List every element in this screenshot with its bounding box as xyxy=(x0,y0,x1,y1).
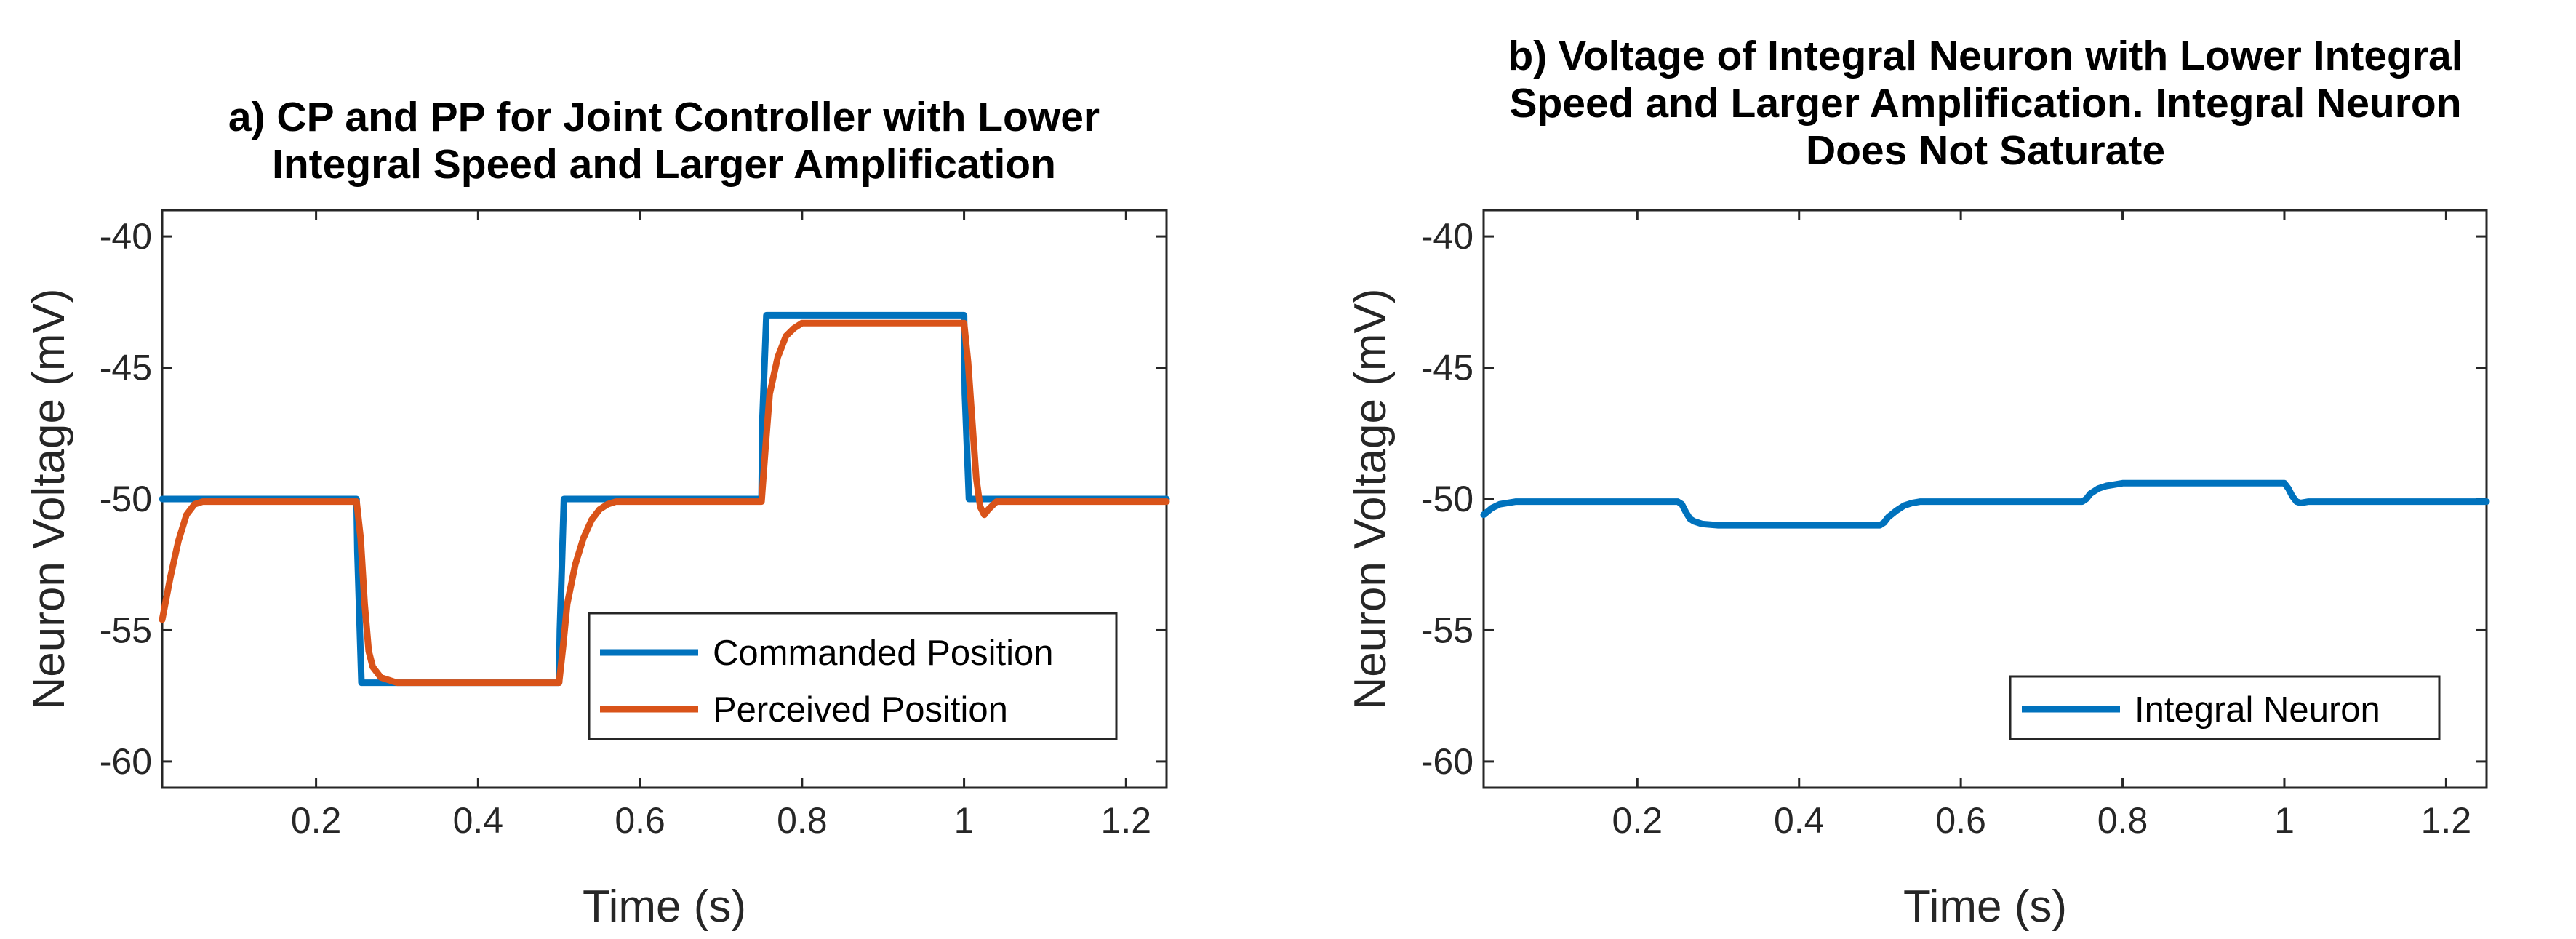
y-tick-label: -40 xyxy=(1421,216,1473,257)
x-tick-label: 1 xyxy=(954,800,975,841)
series-line-perceived-position xyxy=(159,319,1170,687)
x-tick-label: 0.6 xyxy=(1935,800,1986,841)
y-tick-label: -60 xyxy=(1421,741,1473,782)
x-tick-label: 0.4 xyxy=(453,800,504,841)
chart-b: b) Voltage of Integral Neuron with Lower… xyxy=(1345,33,2490,932)
legend-label: Commanded Position xyxy=(713,634,1053,673)
y-tick-label: -45 xyxy=(1421,348,1473,388)
x-tick-label: 0.2 xyxy=(291,800,342,841)
legend-label: Integral Neuron xyxy=(2135,690,2380,730)
y-axis-label: Neuron Voltage (mV) xyxy=(1345,289,1396,710)
y-tick-label: -55 xyxy=(100,610,152,650)
y-tick-label: -60 xyxy=(100,741,152,782)
x-tick-label: 1.2 xyxy=(1101,800,1152,841)
x-tick-label: 1 xyxy=(2274,800,2295,841)
chart-title-line: Does Not Saturate xyxy=(1806,127,2165,174)
legend-box xyxy=(588,612,1118,740)
chart-title-line: Integral Speed and Larger Amplification xyxy=(272,141,1056,188)
x-tick-label: 1.2 xyxy=(2421,800,2472,841)
x-tick-label: 0.6 xyxy=(615,800,665,841)
y-axis-label: Neuron Voltage (mV) xyxy=(24,289,74,710)
y-tick-label: -50 xyxy=(1421,479,1473,519)
y-tick-label: -45 xyxy=(100,348,152,388)
chart-title-line: a) CP and PP for Joint Controller with L… xyxy=(228,94,1100,140)
chart-a: a) CP and PP for Joint Controller with L… xyxy=(24,94,1170,932)
chart-title-line: Speed and Larger Amplification. Integral… xyxy=(1509,80,2461,127)
x-tick-label: 0.8 xyxy=(2097,800,2148,841)
series-line-integral-neuron xyxy=(1480,479,2490,529)
y-tick-label: -55 xyxy=(1421,610,1473,650)
x-tick-label: 0.4 xyxy=(1774,800,1825,841)
x-axis-label: Time (s) xyxy=(583,882,746,932)
x-tick-label: 0.2 xyxy=(1612,800,1663,841)
x-axis-label: Time (s) xyxy=(1903,882,2067,932)
y-tick-label: -40 xyxy=(100,216,152,257)
chart-title-line: b) Voltage of Integral Neuron with Lower… xyxy=(1508,33,2463,79)
x-tick-label: 0.8 xyxy=(777,800,828,841)
legend-label: Perceived Position xyxy=(713,690,1008,730)
y-tick-label: -50 xyxy=(100,479,152,519)
